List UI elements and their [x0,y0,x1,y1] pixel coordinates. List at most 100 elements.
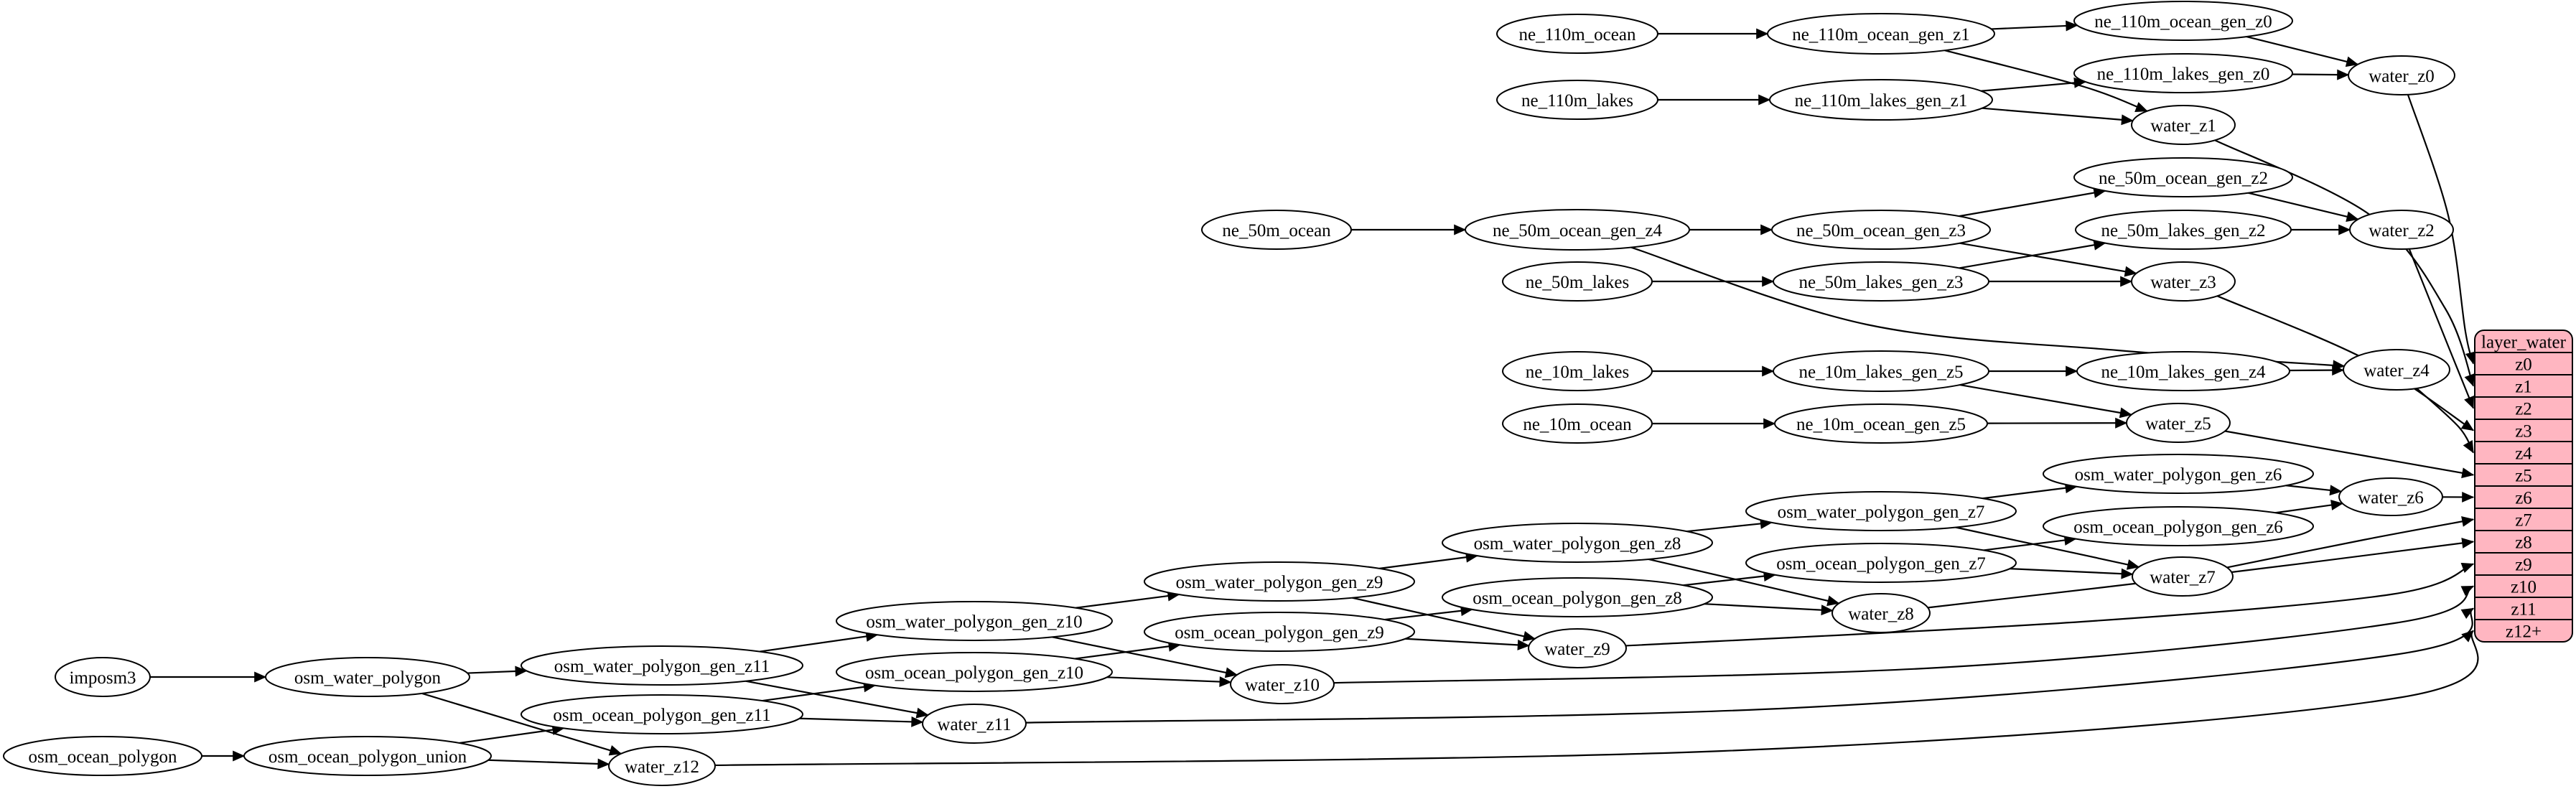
node-ellipse-water_z12 [608,746,716,786]
node-label-osm_water_polygon: osm_water_polygon [294,668,442,688]
node-ne_110m_ocean: ne_110m_ocean [1496,14,1658,54]
node-ellipse-ne_50m_lakes_gen_z3 [1773,261,1989,302]
node-ellipse-ne_50m_lakes [1502,261,1653,302]
node-ellipse-ne_110m_lakes [1496,80,1658,120]
node-ne_110m_ocean_gen_z0: ne_110m_ocean_gen_z0 [2073,1,2293,41]
node-label-osm_ocean_polygon_gen_z6: osm_ocean_polygon_gen_z6 [2073,518,2283,537]
node-osm_ocean_polygon_union: osm_ocean_polygon_union [243,736,492,776]
node-osm_ocean_polygon_gen_z8: osm_ocean_polygon_gen_z8 [1442,577,1713,617]
node-water_z9: water_z9 [1528,628,1627,668]
node-osm_water_polygon_gen_z7: osm_water_polygon_gen_z7 [1745,491,2017,531]
edge-ne_110m_ocean_gen_z1-to-ne_110m_ocean_gen_z0 [1991,20,2078,32]
node-ellipse-water_z3 [2131,261,2236,302]
node-imposm3: imposm3 [55,657,151,697]
node-label-ne_50m_ocean: ne_50m_ocean [1222,221,1331,241]
layer-water-row-z8: z8 [2515,533,2532,552]
edge-osm_water_polygon-to-water_z12 [421,692,622,756]
edge-water_z4-to-layer_water-z4 [2416,388,2474,454]
node-ellipse-ne_110m_ocean_gen_z0 [2073,1,2293,41]
node-water_z7: water_z7 [2132,556,2234,597]
edge-ne_110m_ocean_gen_z0-to-water_z0 [2246,35,2359,67]
node-label-ne_50m_lakes: ne_50m_lakes [1526,273,1629,292]
node-ne_10m_lakes_gen_z4: ne_10m_lakes_gen_z4 [2076,351,2290,391]
node-osm_ocean_polygon_gen_z7: osm_ocean_polygon_gen_z7 [1745,543,2017,583]
node-ellipse-ne_10m_ocean [1502,403,1653,444]
edge-water_z5-to-layer_water-z5 [2224,430,2475,479]
node-label-osm_water_polygon_gen_z8: osm_water_polygon_gen_z8 [1474,534,1681,554]
node-water_z0: water_z0 [2348,55,2455,95]
edge-osm_water_polygon_gen_z11-to-osm_water_polygon_gen_z10 [760,631,879,653]
node-label-water_z4: water_z4 [2363,361,2430,381]
layer-water-row-z4: z4 [2515,444,2532,463]
edge-ne_50m_ocean_gen_z2-to-water_z2 [2248,192,2359,223]
node-label-osm_ocean_polygon: osm_ocean_polygon [29,747,177,767]
node-label-osm_water_polygon_gen_z6: osm_water_polygon_gen_z6 [2075,465,2282,485]
node-ne_50m_ocean: ne_50m_ocean [1201,210,1352,250]
node-label-ne_50m_ocean_gen_z2: ne_50m_ocean_gen_z2 [2099,169,2268,188]
node-ellipse-osm_ocean_polygon_gen_z7 [1745,543,2017,583]
edge-osm_ocean_polygon_union-to-osm_ocean_polygon_gen_z11 [459,724,565,744]
node-ellipse-ne_10m_lakes [1502,351,1653,391]
node-ellipse-ne_110m_lakes_gen_z0 [2073,53,2293,93]
edge-osm_water_polygon_gen_z9-to-osm_water_polygon_gen_z8 [1379,551,1478,569]
node-ellipse-imposm3 [55,657,151,697]
node-ellipse-osm_ocean_polygon_gen_z6 [2043,506,2314,546]
node-ne_10m_lakes_gen_z5: ne_10m_lakes_gen_z5 [1773,350,1989,392]
layer-water-row-z3: z3 [2515,421,2532,441]
node-osm_water_polygon_gen_z8: osm_water_polygon_gen_z8 [1442,523,1713,563]
node-water_z12: water_z12 [608,746,716,786]
node-ellipse-water_z8 [1831,593,1931,633]
layer-water-record: layer_waterz0z1z2z3z4z5z6z7z8z9z10z11z12… [2474,330,2573,643]
node-ellipse-ne_10m_lakes_gen_z5 [1773,350,1989,392]
node-ellipse-osm_ocean_polygon [3,736,202,776]
node-osm_ocean_polygon_gen_z11: osm_ocean_polygon_gen_z11 [521,694,803,734]
node-ne_50m_ocean_gen_z3: ne_50m_ocean_gen_z3 [1771,210,1991,250]
node-label-water_z12: water_z12 [625,757,699,777]
node-label-ne_10m_lakes_gen_z4: ne_10m_lakes_gen_z4 [2101,363,2266,382]
edge-osm_water_polygon-to-osm_water_polygon_gen_z11 [467,666,528,677]
node-label-ne_10m_lakes_gen_z5: ne_10m_lakes_gen_z5 [1798,363,1963,382]
node-ne_10m_ocean: ne_10m_ocean [1502,403,1653,444]
edge-ne_110m_lakes_gen_z0-to-water_z0 [2292,69,2350,80]
edge-ne_110m_lakes_gen_z1-to-ne_110m_lakes_gen_z0 [1981,77,2086,92]
layer-water-row-z7: z7 [2515,510,2532,530]
node-label-ne_10m_ocean: ne_10m_ocean [1523,415,1632,434]
node-ellipse-ne_50m_ocean_gen_z3 [1771,210,1991,250]
edges-layer [150,20,2479,770]
edge-osm_water_polygon_gen_z6-to-water_z6 [2286,485,2343,496]
node-label-ne_50m_lakes_gen_z2: ne_50m_lakes_gen_z2 [2101,221,2265,241]
edge-ne_50m_ocean_gen_z4-to-water_z4 [1630,246,2346,371]
edge-osm_ocean_polygon_gen_z8-to-osm_ocean_polygon_gen_z7 [1683,571,1776,587]
edge-osm_water_polygon_gen_z8-to-water_z8 [1648,558,1840,607]
edge-osm_ocean_polygon_gen_z7-to-osm_ocean_polygon_gen_z6 [1983,535,2077,551]
node-label-ne_110m_lakes_gen_z0: ne_110m_lakes_gen_z0 [2097,65,2270,84]
node-ne_10m_lakes: ne_10m_lakes [1502,351,1653,391]
node-label-osm_ocean_polygon_gen_z8: osm_ocean_polygon_gen_z8 [1473,589,1682,608]
layer-water-row-z11: z11 [2511,599,2536,619]
node-label-ne_50m_ocean_gen_z4: ne_50m_ocean_gen_z4 [1493,221,1663,241]
node-ellipse-osm_ocean_polygon_union [243,736,492,776]
edge-osm_water_polygon_gen_z7-to-water_z7 [1955,526,2140,570]
node-water_z4: water_z4 [2343,349,2450,391]
node-ellipse-osm_water_polygon_gen_z8 [1442,523,1713,563]
node-ellipse-osm_ocean_polygon_gen_z10 [836,652,1113,692]
node-ellipse-ne_110m_ocean [1496,14,1658,54]
node-label-water_z5: water_z5 [2145,414,2211,434]
node-ellipse-water_z11 [922,704,1027,744]
edge-water_z0-to-layer_water-z0 [2407,94,2476,365]
edge-osm_water_polygon_gen_z7-to-osm_water_polygon_gen_z6 [1982,482,2078,500]
edge-osm_ocean_polygon_gen_z11-to-water_z11 [799,716,924,727]
node-ellipse-water_z9 [1528,628,1627,668]
node-osm_water_polygon: osm_water_polygon [265,657,470,697]
node-ellipse-osm_water_polygon_gen_z7 [1745,491,2017,531]
node-osm_water_polygon_gen_z6: osm_water_polygon_gen_z6 [2043,454,2314,494]
node-label-osm_ocean_polygon_union: osm_ocean_polygon_union [269,747,467,767]
node-ellipse-water_z10 [1230,664,1335,704]
edge-osm_ocean_polygon_gen_z9-to-osm_ocean_polygon_gen_z8 [1384,605,1473,621]
node-label-ne_110m_lakes_gen_z1: ne_110m_lakes_gen_z1 [1795,91,1968,111]
node-ellipse-water_z0 [2348,55,2455,95]
node-label-water_z6: water_z6 [2358,488,2424,508]
node-ellipse-water_z5 [2126,403,2231,443]
node-label-osm_water_polygon_gen_z10: osm_water_polygon_gen_z10 [866,612,1082,632]
node-label-water_z2: water_z2 [2369,221,2435,241]
